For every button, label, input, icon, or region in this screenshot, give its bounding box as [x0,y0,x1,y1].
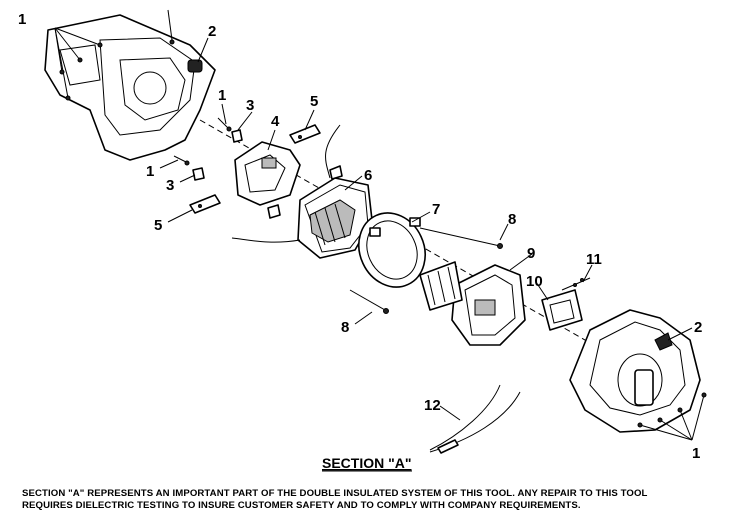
section-a-title: SECTION "A" [322,455,412,471]
callout-1-top: 1 [18,11,26,28]
field-stator [231,124,373,259]
notice-line-1: SECTION "A" REPRESENTS AN IMPORTANT PART… [22,488,648,499]
callout-8-left: 8 [341,319,349,336]
callout-5-top: 5 [310,93,318,110]
callout-leaders [159,37,693,421]
callout-2-right: 2 [694,319,702,336]
carbon-brushes [189,124,321,214]
callout-10: 10 [526,273,543,290]
switch-and-bracket [541,277,591,331]
housing-screws-bottom [637,392,707,441]
callout-1-mid: 1 [218,87,226,104]
callout-9: 9 [527,245,535,262]
callout-2-top: 2 [208,23,216,40]
terminal-clips [192,129,243,181]
double-insulation-notice: SECTION "A" REPRESENTS AN IMPORTANT PART… [22,488,742,512]
callout-8-right: 8 [508,211,516,228]
callout-5-left: 5 [154,217,162,234]
callout-7: 7 [432,201,440,218]
callout-12: 12 [424,397,441,414]
left-motor-housing [44,14,216,161]
small-screws [173,117,232,166]
exploded-parts-diagram: 1 2 1 3 4 5 1 3 5 6 7 8 9 10 11 8 2 12 1… [18,9,707,472]
callout-1-left: 1 [146,163,154,180]
long-screws [349,227,503,314]
notice-line-2: REQUIRES DIELECTRIC TESTING TO INSURE CU… [22,500,581,511]
callout-3-left: 3 [166,177,174,194]
armature-assembly [419,261,526,346]
callout-3-mid: 3 [246,97,254,114]
callout-11: 11 [586,251,602,268]
callout-4: 4 [271,113,280,130]
brush-holder [234,141,301,206]
internal-wire-lead [429,384,521,454]
baffle-ring [358,212,426,288]
right-gear-housing [569,309,701,433]
housing-screws-top [54,9,175,101]
callout-1-bottom: 1 [692,445,700,462]
callout-6: 6 [364,167,372,184]
